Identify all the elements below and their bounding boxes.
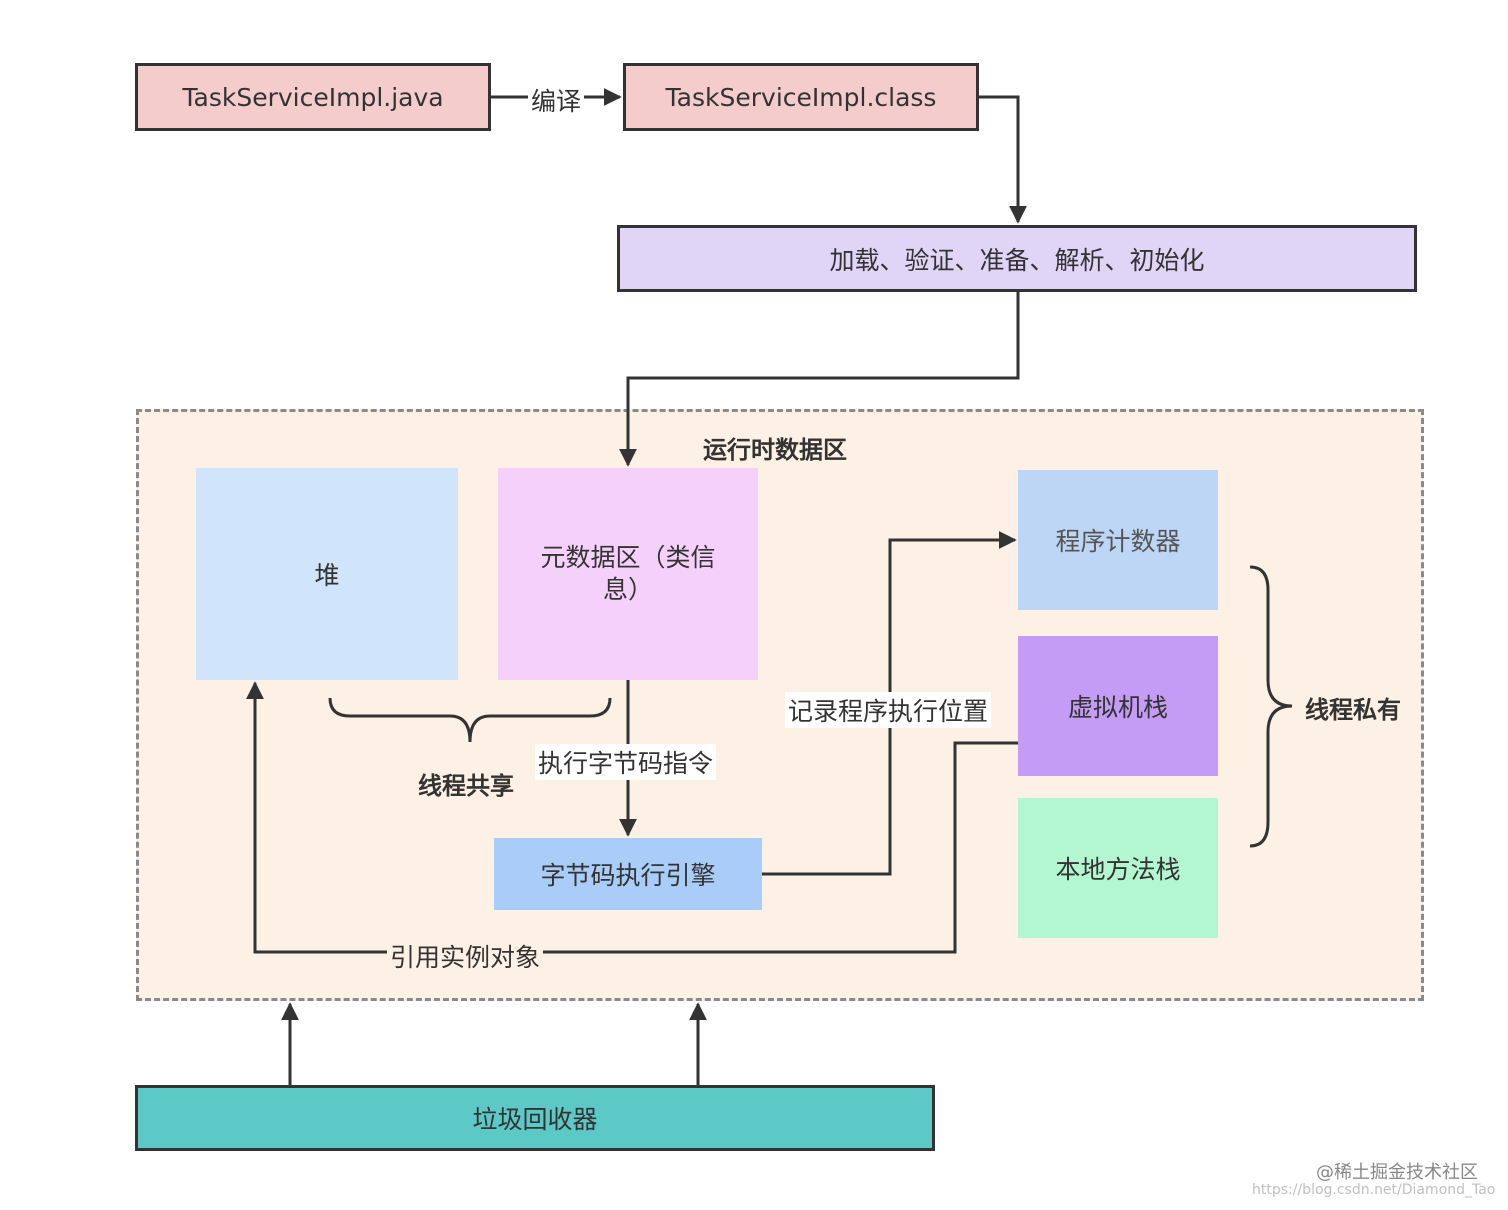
garbage-collector-box: 垃圾回收器 [135, 1085, 935, 1151]
java-source-box: TaskServiceImpl.java [135, 63, 491, 131]
native-stack-label: 本地方法栈 [1055, 855, 1181, 884]
bytecode-engine-box: 字节码执行引擎 [494, 838, 762, 910]
metaspace-label: 元数据区（类信息） [540, 543, 716, 604]
class-loading-label: 加载、验证、准备、解析、初始化 [829, 245, 1205, 275]
heap-box: 堆 [196, 468, 458, 680]
loader-to-metaspace-arrow [619, 290, 1020, 467]
program-counter-label: 程序计数器 [1055, 527, 1181, 556]
java-source-label: TaskServiceImpl.java [182, 82, 444, 112]
thread-shared-brace [328, 697, 612, 743]
thread-private-label: 线程私有 [1305, 696, 1401, 724]
class-file-box: TaskServiceImpl.class [623, 63, 979, 131]
garbage-collector-label: 垃圾回收器 [472, 1105, 598, 1134]
bytecode-engine-label: 字节码执行引擎 [540, 861, 716, 890]
record-position-label: 记录程序执行位置 [785, 692, 992, 728]
watermark-line1: @稀土掘金技术社区 [1316, 1162, 1478, 1183]
watermark-line2: https://blog.csdn.net/Diamond_Tao [1252, 1182, 1496, 1198]
heap-label: 堆 [314, 561, 340, 590]
program-counter-box: 程序计数器 [1018, 470, 1218, 610]
execute-bytecode-label: 执行字节码指令 [535, 744, 717, 780]
metaspace-box: 元数据区（类信息） [498, 468, 758, 680]
compile-label: 编译 [528, 82, 585, 118]
native-stack-box: 本地方法栈 [1018, 798, 1218, 938]
runtime-area-title: 运行时数据区 [703, 436, 847, 464]
class-loading-box: 加载、验证、准备、解析、初始化 [617, 225, 1417, 292]
class-to-loader-arrow [978, 95, 1027, 224]
vm-stack-label: 虚拟机栈 [1067, 693, 1168, 722]
thread-shared-label: 线程共享 [418, 772, 514, 800]
class-file-label: TaskServiceImpl.class [665, 82, 937, 112]
reference-object-label: 引用实例对象 [387, 938, 544, 974]
vm-stack-box: 虚拟机栈 [1018, 636, 1218, 776]
thread-private-brace [1249, 565, 1293, 848]
vmstack-to-heap-arrow [246, 681, 1018, 954]
